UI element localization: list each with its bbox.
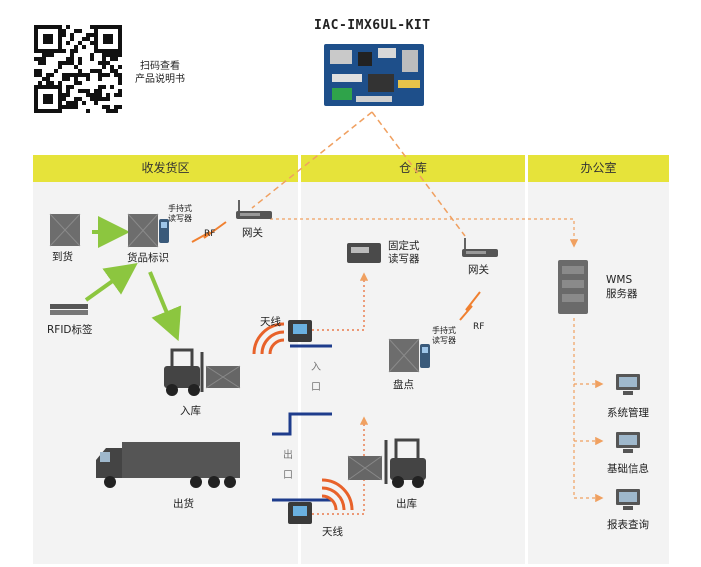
arrival-goods-icon [49, 213, 81, 247]
entrance-label-1: 入 [311, 362, 321, 373]
gateway-label: 网关 [242, 227, 263, 239]
handheld-reader-line2: 读写器 [168, 214, 192, 223]
dev-board-icon [324, 44, 424, 106]
receiving-zone-header: 收发货区 [33, 155, 298, 182]
handheld-reader-line1: 手持式 [168, 204, 192, 213]
goods-tag-icon [127, 213, 169, 248]
base-info-computer-icon [616, 432, 640, 453]
rfid-tag-label: RFID标签 [47, 324, 93, 336]
outbound-label: 出库 [396, 498, 417, 510]
antenna-2-waves-icon [288, 478, 354, 524]
handheld-reader-label: 手持式 读写器 [168, 204, 192, 224]
exit-label-1: 出 [283, 450, 293, 461]
report-query-computer-icon [616, 489, 640, 510]
antenna-waves-icon [252, 320, 312, 355]
antenna-label: 天线 [260, 316, 281, 328]
link-board-gateway2 [371, 111, 466, 237]
fixed-reader-line2: 读写器 [388, 253, 420, 265]
arrival-label: 到货 [52, 251, 73, 263]
qr-code-icon [34, 25, 122, 113]
inventory-icon [388, 338, 430, 373]
gateway-icon [236, 200, 272, 219]
rfid-tag-icon [50, 304, 88, 315]
handheld-reader-2-label: 手持式 读写器 [432, 326, 456, 346]
wms-server-label: WMS 服务器 [606, 273, 638, 301]
qr-caption-line1: 扫码查看 [140, 61, 180, 72]
handheld-reader-2-line2: 读写器 [432, 336, 456, 345]
arrow-rfid-to-tag [84, 263, 138, 302]
exit-label: 出 口 [282, 446, 294, 486]
office-zone-header: 办公室 [528, 155, 669, 182]
rf-label: RF [204, 229, 216, 239]
board-title: IAC-IMX6UL-KIT [314, 18, 431, 33]
shipping-label: 出货 [173, 498, 194, 510]
rf-2-label: RF [473, 322, 485, 332]
wms-server-line2: 服务器 [606, 288, 638, 300]
goods-tag-label: 货品标识 [127, 252, 169, 264]
gateway-2-icon [462, 238, 498, 257]
fixed-reader-line1: 固定式 [388, 240, 420, 252]
sys-mgmt-computer-icon [616, 374, 640, 395]
sys-mgmt-label: 系统管理 [607, 407, 649, 419]
link-board-gateway1 [251, 111, 373, 209]
arrow-tag-to-inbound [148, 271, 182, 342]
link-gateway-wms [270, 218, 579, 248]
base-info-label: 基础信息 [607, 463, 649, 475]
truck-icon [96, 442, 240, 488]
wms-server-line1: WMS [606, 274, 633, 286]
qr-caption-line2: 产品说明书 [135, 74, 185, 85]
entrance-label: 入 口 [310, 358, 322, 398]
entrance-label-2: 口 [311, 382, 321, 393]
wms-server-icon [558, 260, 588, 314]
rf-bolt-2-icon [459, 291, 481, 321]
inbound-label: 入库 [180, 405, 201, 417]
exit-label-2: 口 [283, 470, 293, 481]
qr-caption: 扫码查看 产品说明书 [120, 60, 200, 86]
link-antenna-fixed-reader [312, 272, 369, 331]
rf-bolt-icon [191, 221, 227, 243]
warehouse-zone-header: 仓 库 [301, 155, 525, 182]
gateway-2-label: 网关 [468, 264, 489, 276]
gate-bar-2 [272, 412, 332, 436]
fixed-reader-label: 固定式 读写器 [388, 240, 420, 266]
forklift-inbound-icon [164, 348, 241, 396]
handheld-reader-2-line1: 手持式 [432, 326, 456, 335]
antenna-2-label: 天线 [322, 526, 343, 538]
link-antenna2-fixed-reader [312, 416, 369, 515]
forklift-outbound-icon [347, 438, 426, 488]
fixed-reader-icon [347, 243, 381, 263]
inventory-label: 盘点 [393, 379, 414, 391]
report-query-label: 报表查询 [607, 519, 649, 531]
